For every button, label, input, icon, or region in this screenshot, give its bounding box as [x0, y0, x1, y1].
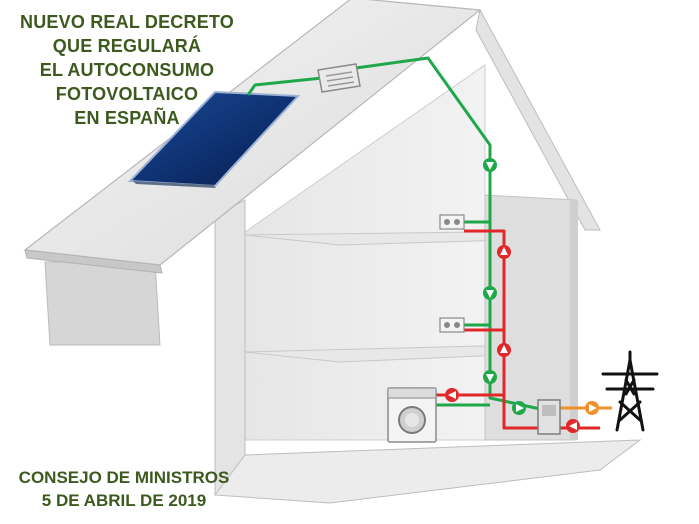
roof-edge	[24, 249, 163, 274]
solar-panel-icon	[127, 90, 301, 188]
footer-caption: CONSEJO DE MINISTROS 5 DE ABRIL DE 2019	[6, 466, 242, 512]
right-column-edge	[570, 200, 578, 440]
green-arrow-icon	[483, 158, 497, 172]
side-wall-left	[44, 261, 161, 346]
wall-socket-icon	[439, 317, 465, 333]
washing-machine-icon	[387, 387, 437, 443]
red-arrow-icon	[497, 343, 511, 357]
footer-line: 5 DE ABRIL DE 2019	[41, 491, 207, 510]
green-arrow-icon	[483, 370, 497, 384]
floor-slab	[214, 439, 642, 504]
headline-line: EL AUTOCONSUMO	[39, 60, 215, 80]
orange-arrow-icon	[585, 401, 599, 415]
headline-line: FOTOVOLTAICO	[55, 84, 199, 104]
red-arrow-icon	[566, 419, 580, 433]
electric-meter-icon	[537, 399, 561, 435]
inverter-icon	[317, 63, 361, 93]
headline-line: EN ESPAÑA	[74, 108, 180, 128]
left-interior-wall	[214, 199, 246, 496]
transmission-tower-icon	[601, 350, 659, 432]
green-arrow-icon	[483, 286, 497, 300]
solar-wiring	[246, 56, 546, 412]
headline-line: QUE REGULARÁ	[52, 36, 202, 56]
green-arrow-icon	[512, 401, 526, 415]
footer-line: CONSEJO DE MINISTROS	[18, 468, 230, 487]
red-arrow-icon	[445, 388, 459, 402]
gable-rim	[475, 8, 601, 231]
red-arrow-icon	[497, 245, 511, 259]
wall-socket-icon	[439, 214, 465, 230]
headline-line: NUEVO REAL DECRETO	[20, 12, 234, 32]
headline: NUEVO REAL DECRETO QUE REGULARÁ EL AUTOC…	[4, 10, 250, 130]
